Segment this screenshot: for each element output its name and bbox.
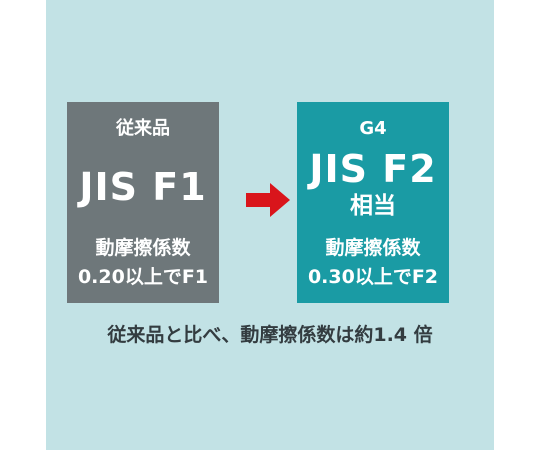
g4-metric-label: 動摩擦係数 bbox=[325, 237, 421, 259]
g4-equivalent-label: 相当 bbox=[350, 193, 396, 219]
conventional-product-box: 従来品 JIS F1 動摩擦係数 0.20以上でF1 bbox=[67, 102, 219, 303]
comparison-caption: 従来品と比べ、動摩擦係数は約1.4 倍 bbox=[107, 324, 433, 346]
g4-product-box: G4 JIS F2 相当 動摩擦係数 0.30以上でF2 bbox=[297, 102, 449, 303]
right-arrow-icon bbox=[246, 183, 290, 217]
conventional-label: 従来品 bbox=[116, 118, 170, 139]
conventional-standard: JIS F1 bbox=[79, 165, 207, 209]
g4-standard: JIS F2 bbox=[309, 147, 437, 191]
g4-label: G4 bbox=[359, 118, 387, 139]
conventional-metric-label: 動摩擦係数 bbox=[95, 237, 191, 259]
conventional-metric-value: 0.20以上でF1 bbox=[77, 266, 209, 288]
g4-metric-value: 0.30以上でF2 bbox=[307, 266, 439, 288]
